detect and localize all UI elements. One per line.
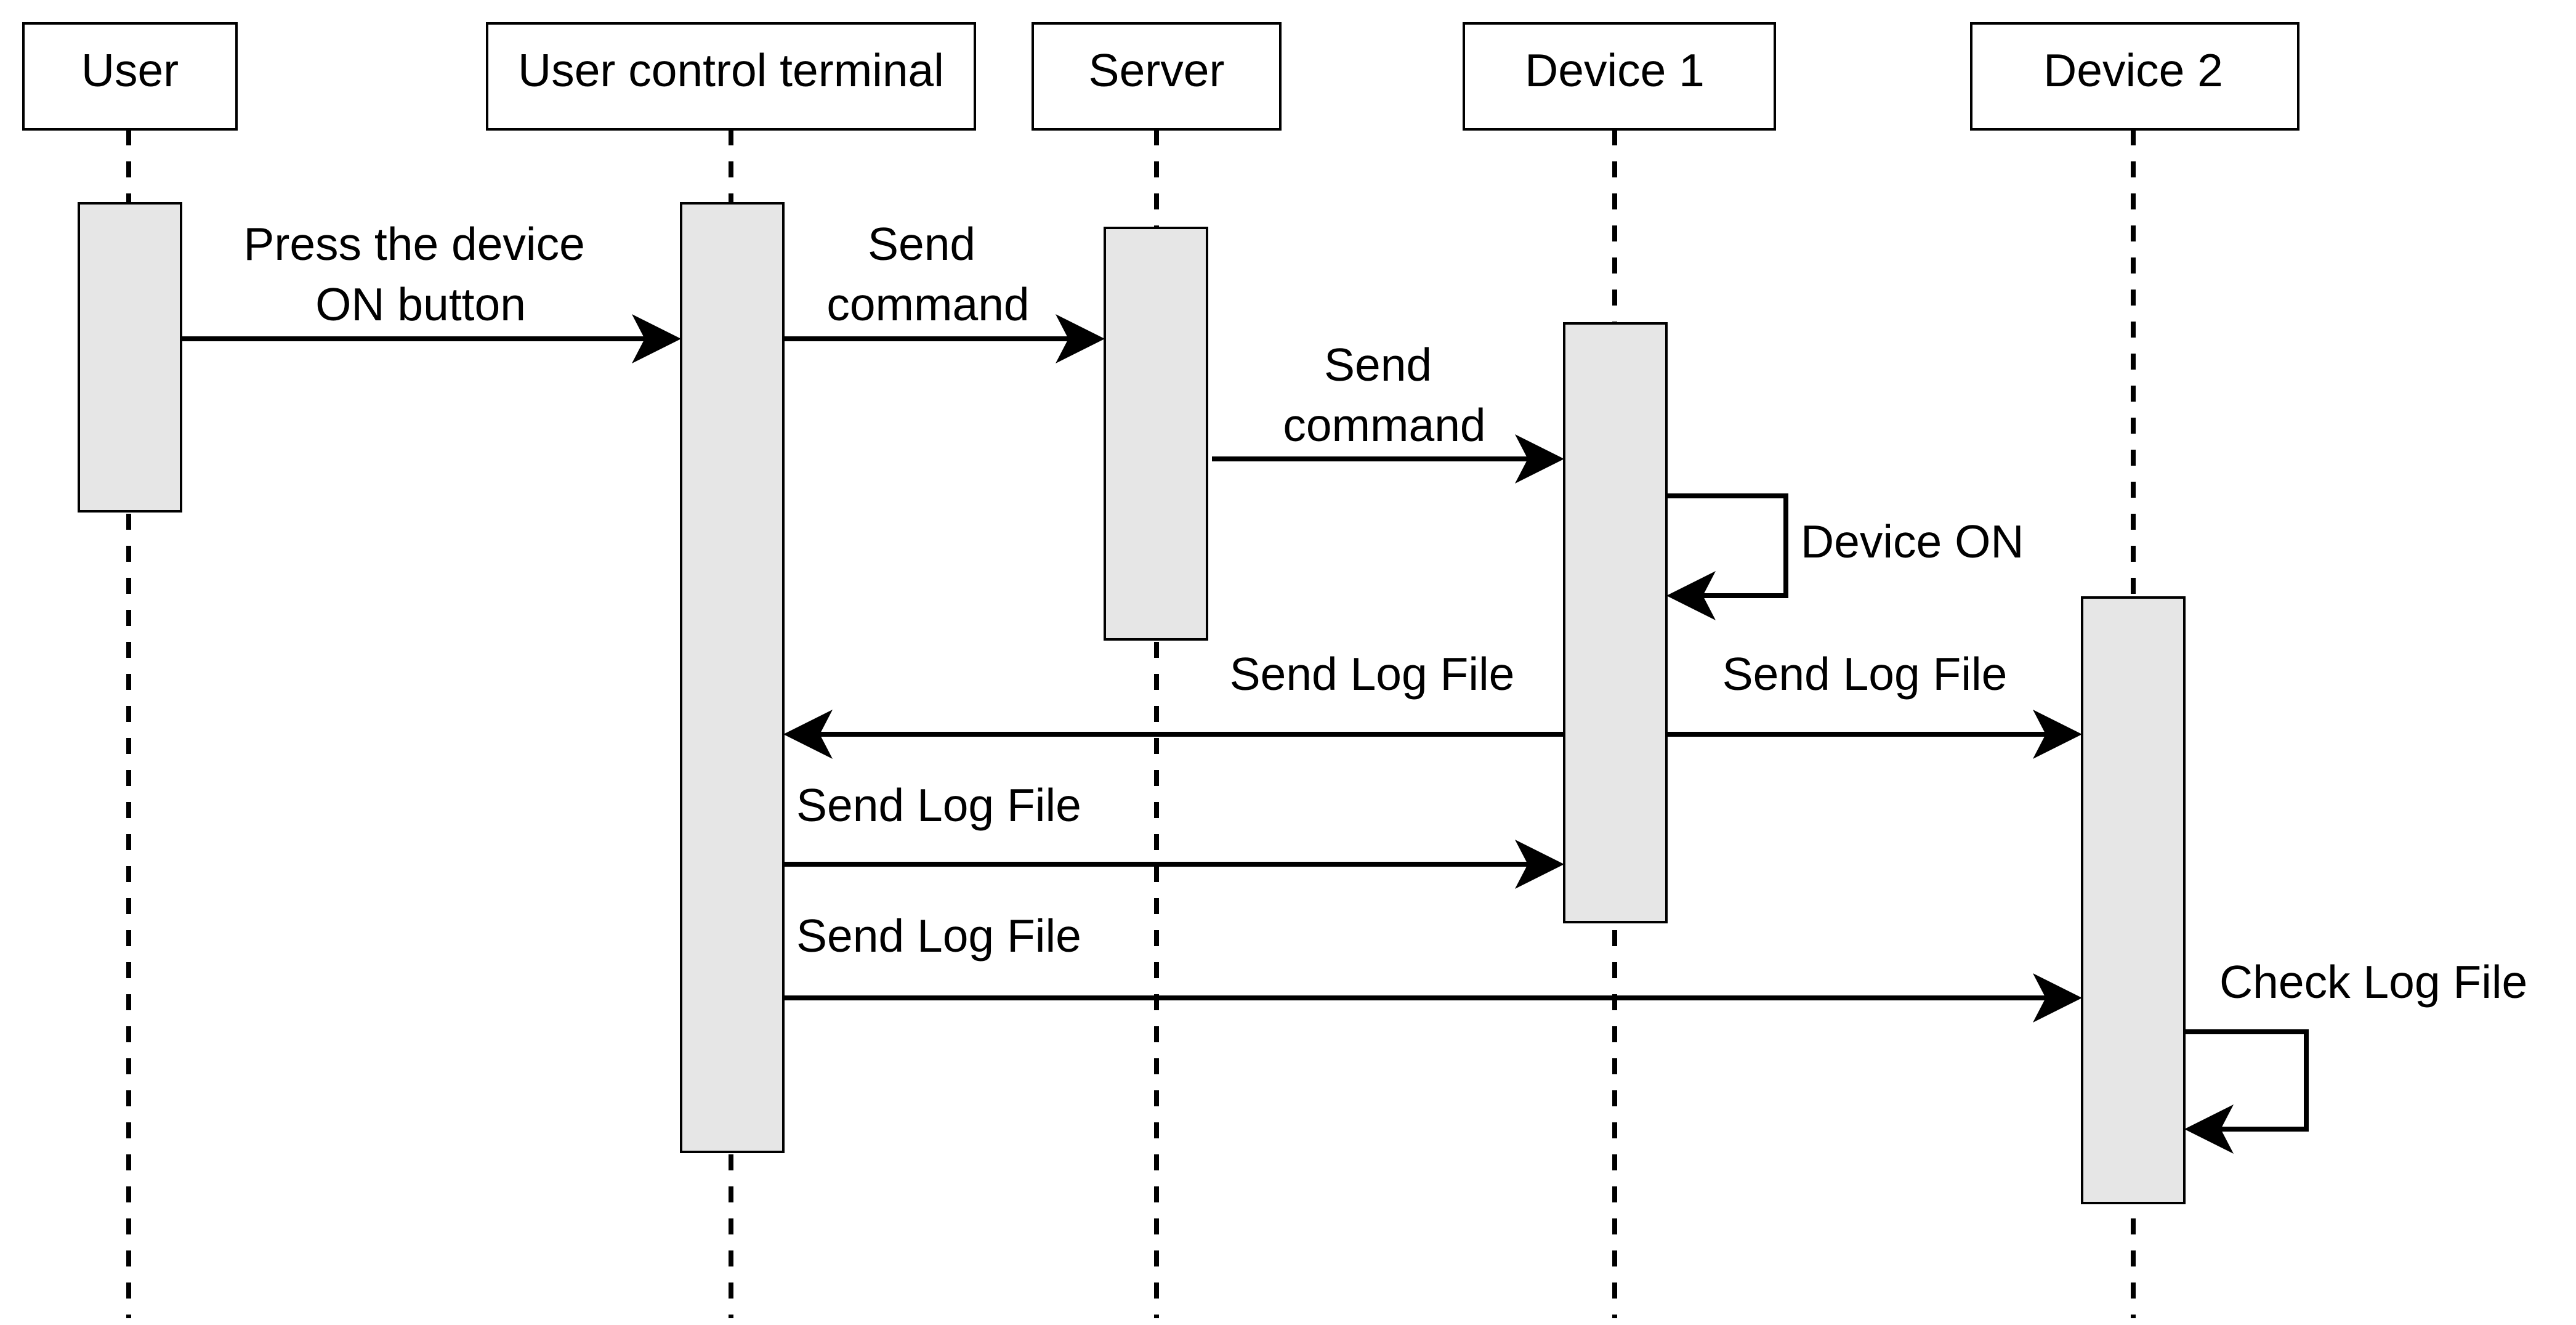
- message-label-m3: Send command: [1283, 339, 1485, 451]
- message-label-m6: Send Log File: [1722, 648, 2008, 700]
- activation-user: [78, 202, 182, 513]
- participant-device1-label: Device 1: [1525, 44, 1705, 96]
- message-label-m2-line2: command: [826, 278, 1029, 330]
- message-label-m5: Send Log File: [1230, 648, 1515, 700]
- message-label-m3-line1: Send: [1324, 339, 1432, 391]
- participant-user: User: [22, 22, 238, 131]
- message-label-m1: Press the device ON button: [243, 218, 597, 330]
- message-label-m4: Device ON: [1801, 516, 2024, 567]
- message-label-m3-line2: command: [1283, 399, 1485, 451]
- message-label-m9: Check Log File: [2219, 956, 2527, 1008]
- activations: [78, 202, 2186, 1204]
- message-label-m8: Send Log File: [796, 910, 1081, 962]
- message-arrow-m4: [1666, 493, 1788, 620]
- participant-device2: Device 2: [1970, 22, 2299, 131]
- message-label-m2-line1: Send: [868, 218, 975, 270]
- participant-user-label: User: [81, 44, 179, 96]
- activation-server: [1104, 227, 1208, 641]
- participant-terminal-label: User control terminal: [518, 44, 944, 96]
- message-label-m1-line2: ON button: [315, 278, 526, 330]
- message-arrow-m9: [2184, 1029, 2309, 1154]
- message-label-m2: Send command: [826, 218, 1029, 330]
- participant-server-label: Server: [1089, 44, 1225, 96]
- participant-terminal: User control terminal: [486, 22, 976, 131]
- activation-terminal: [680, 202, 785, 1153]
- message-labels: Press the device ON button Send command …: [243, 218, 2527, 1008]
- message-label-m1-line1: Press the device: [243, 218, 584, 270]
- activation-device1: [1563, 322, 1668, 923]
- participant-server: Server: [1032, 22, 1282, 131]
- messages: [181, 314, 2309, 1154]
- participant-device2-label: Device 2: [2043, 44, 2223, 96]
- message-label-m7: Send Log File: [796, 779, 1081, 831]
- activation-device2: [2081, 596, 2186, 1204]
- participant-device1: Device 1: [1463, 22, 1776, 131]
